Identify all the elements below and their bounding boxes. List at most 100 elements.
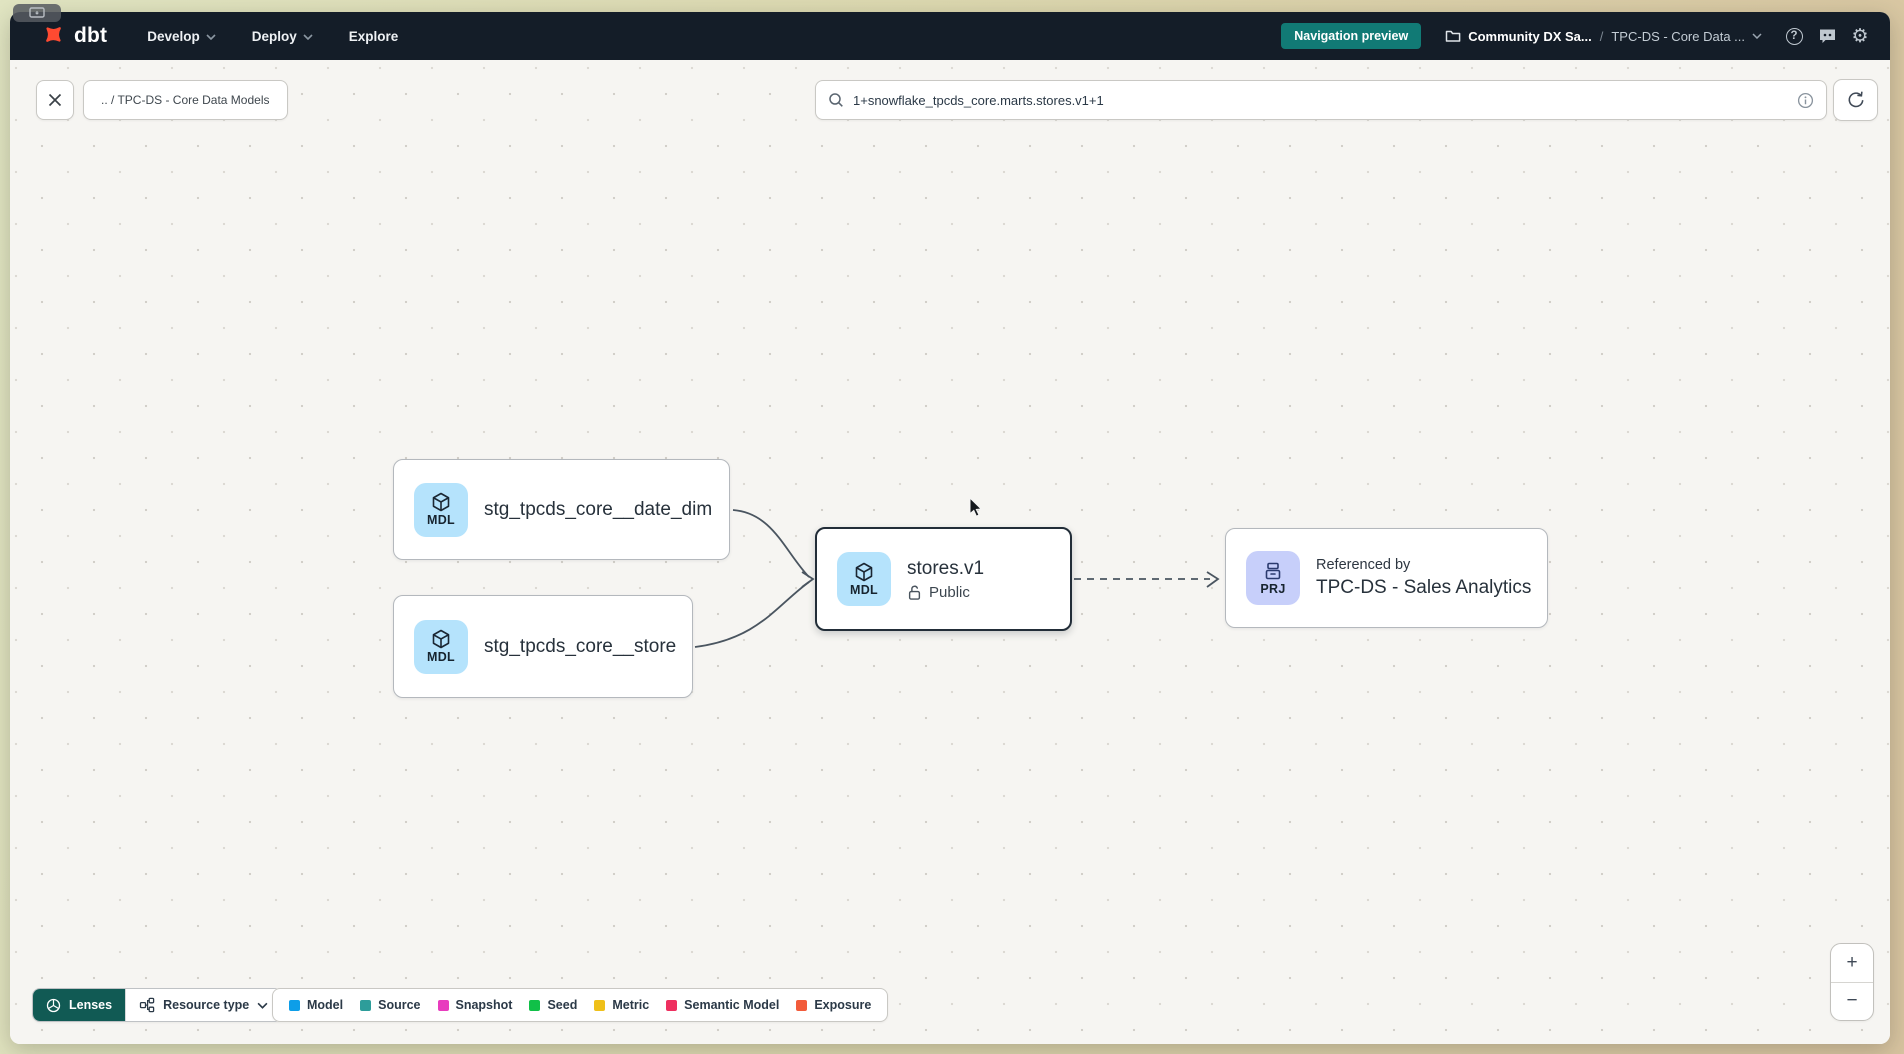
chevron-down-icon <box>206 34 216 40</box>
lenses-label: Lenses <box>69 998 113 1012</box>
legend-label: Snapshot <box>455 998 513 1012</box>
zoom-out-button[interactable]: − <box>1846 990 1858 1012</box>
top-navbar: dbt Develop Deploy Explore Navigation pr… <box>10 12 1890 60</box>
menu-develop[interactable]: Develop <box>147 29 216 44</box>
referenced-by-label: Referenced by <box>1316 557 1411 573</box>
screen-icon <box>29 7 45 18</box>
resource-graph-icon <box>139 997 155 1013</box>
zoom-in-button[interactable]: + <box>1831 944 1873 983</box>
semantic-model-swatch <box>666 999 678 1011</box>
node-stg-tpcds-core-date-dim[interactable]: MDL stg_tpcds_core__date_dim <box>393 459 730 560</box>
node-label: stg_tpcds_core__date_dim <box>484 498 713 520</box>
cube-icon <box>855 562 873 581</box>
help-icon: ? <box>1785 27 1803 45</box>
breadcrumb-separator: / <box>1599 28 1604 44</box>
chat-icon <box>1819 29 1835 43</box>
model-resource-tile: MDL <box>837 552 891 606</box>
resource-type-dropdown[interactable]: Resource type <box>125 989 282 1021</box>
legend-semantic-model: Semantic Model <box>666 998 779 1012</box>
lenses-button[interactable]: Lenses <box>33 989 126 1021</box>
lineage-breadcrumb-label: .. / TPC-DS - Core Data Models <box>101 93 270 107</box>
node-stores-v1[interactable]: MDL stores.v1 Public <box>815 527 1072 631</box>
help-button[interactable]: ? <box>1784 26 1804 46</box>
cube-icon <box>432 492 450 512</box>
node-label: TPC-DS - Sales Analytics <box>1316 577 1532 598</box>
exposure-swatch <box>796 999 808 1011</box>
legend-source: Source <box>360 998 421 1012</box>
main-menu: Develop Deploy Explore <box>147 29 398 44</box>
node-label: stg_tpcds_core__store <box>484 635 677 657</box>
project-drawers-icon <box>1265 562 1281 579</box>
lineage-search[interactable] <box>815 80 1827 120</box>
legend-metric: Metric <box>594 998 649 1012</box>
close-icon <box>48 93 62 107</box>
search-icon <box>829 93 843 107</box>
navigation-preview-badge[interactable]: Navigation preview <box>1281 23 1422 49</box>
dbt-logo-text: dbt <box>74 24 108 47</box>
feedback-button[interactable] <box>1817 26 1837 46</box>
lineage-breadcrumb-chip[interactable]: .. / TPC-DS - Core Data Models <box>83 80 288 120</box>
model-swatch <box>289 999 300 1011</box>
metric-swatch <box>594 999 606 1011</box>
resource-legend: Model Source Snapshot Seed Metric Semant… <box>272 988 889 1022</box>
lens-aperture-icon <box>46 998 61 1012</box>
dbt-logo[interactable]: dbt <box>40 23 107 50</box>
resource-type-label: Resource type <box>163 998 250 1012</box>
mouse-cursor <box>969 498 983 517</box>
navbar-icons: ? ⚙ <box>1784 26 1870 46</box>
menu-develop-label: Develop <box>147 28 200 44</box>
gear-icon: ⚙ <box>1851 24 1869 47</box>
info-icon[interactable] <box>1797 92 1814 109</box>
refresh-icon <box>1848 91 1863 108</box>
menu-explore-label: Explore <box>348 28 399 44</box>
legend-label: Model <box>307 998 344 1012</box>
refresh-button[interactable] <box>1833 79 1878 121</box>
node-stg-tpcds-core-store[interactable]: MDL stg_tpcds_core__store <box>393 595 693 698</box>
resource-type-badge: MDL <box>850 582 878 597</box>
node-label: stores.v1 <box>907 557 985 579</box>
menu-deploy-label: Deploy <box>251 28 297 44</box>
legend-model: Model <box>289 998 343 1012</box>
snapshot-swatch <box>437 999 449 1011</box>
resource-type-badge: MDL <box>427 513 455 527</box>
node-referenced-by-sales-analytics[interactable]: PRJ Referenced by TPC-DS - Sales Analyti… <box>1225 528 1548 628</box>
navbar-right: Navigation preview Community DX Sa... / … <box>1281 23 1870 49</box>
legend-snapshot: Snapshot <box>437 998 513 1012</box>
model-resource-tile: MDL <box>414 482 468 537</box>
legend-label: Semantic Model <box>684 998 780 1012</box>
breadcrumb: Community DX Sa... / TPC-DS - Core Data … <box>1445 29 1762 44</box>
legend-label: Exposure <box>814 998 872 1012</box>
lineage-canvas[interactable]: .. / TPC-DS - Core Data Models <box>10 60 1890 1044</box>
resource-type-badge: PRJ <box>1260 581 1286 596</box>
menu-deploy[interactable]: Deploy <box>252 29 313 44</box>
folder-icon <box>1445 30 1461 42</box>
resource-type-badge: MDL <box>427 650 455 664</box>
node-text: Referenced by TPC-DS - Sales Analytics <box>1316 557 1531 599</box>
settings-button[interactable]: ⚙ <box>1850 26 1870 46</box>
project-resource-tile: PRJ <box>1246 551 1300 605</box>
model-resource-tile: MDL <box>414 619 468 674</box>
unlock-icon <box>908 585 921 600</box>
project-breadcrumb[interactable]: TPC-DS - Core Data ... <box>1611 29 1762 44</box>
view-controls: Lenses Resource type <box>32 988 283 1022</box>
access-label: Public <box>929 583 970 601</box>
legend-exposure: Exposure <box>796 998 871 1012</box>
dbt-logo-icon <box>46 26 61 42</box>
search-input[interactable] <box>853 92 1788 108</box>
legend-label: Seed <box>547 998 578 1012</box>
legend-label: Source <box>378 998 421 1012</box>
app-window: dbt Develop Deploy Explore Navigation pr… <box>10 12 1890 1044</box>
cube-icon <box>432 629 450 649</box>
account-breadcrumb[interactable]: Community DX Sa... <box>1445 29 1592 44</box>
chevron-down-icon <box>257 1002 268 1009</box>
chevron-down-icon <box>303 34 313 40</box>
node-text: stores.v1 Public <box>907 558 984 601</box>
source-swatch <box>360 999 372 1011</box>
legend-label: Metric <box>612 998 650 1012</box>
menu-explore[interactable]: Explore <box>349 29 399 44</box>
screen-share-indicator[interactable] <box>13 4 61 22</box>
chevron-down-icon <box>1752 33 1762 39</box>
project-name: TPC-DS - Core Data ... <box>1611 28 1745 44</box>
close-lineage-button[interactable] <box>36 80 74 120</box>
legend-seed: Seed <box>529 998 577 1012</box>
